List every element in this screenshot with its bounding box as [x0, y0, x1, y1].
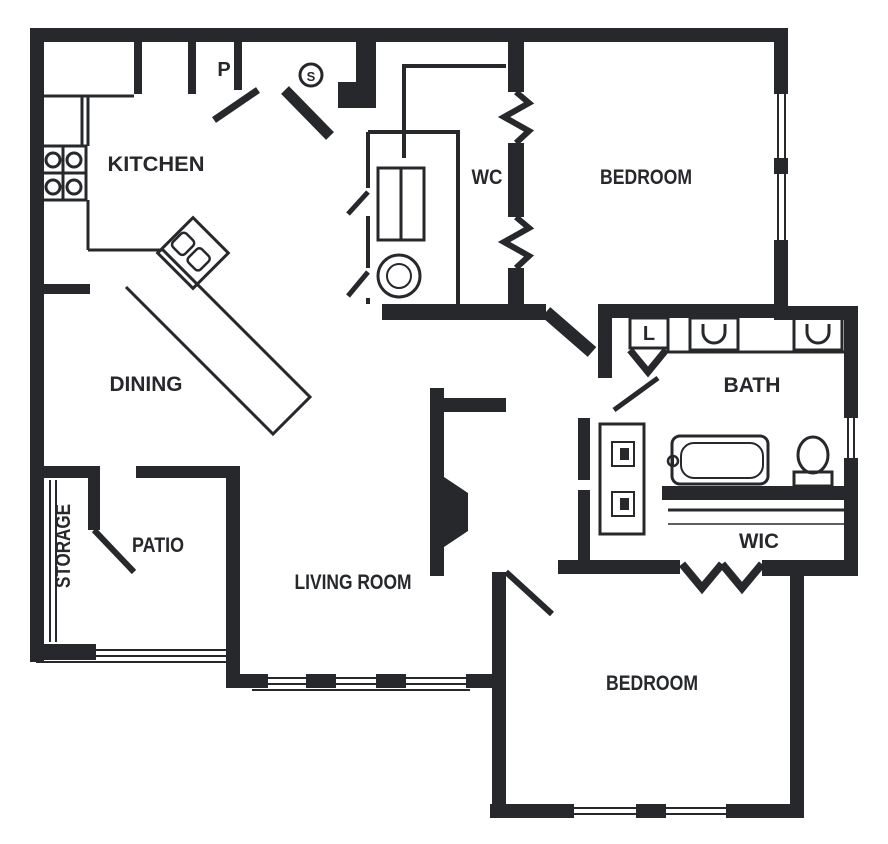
room-label-patio: PATIO	[132, 534, 184, 557]
washer-dryer-icon	[376, 166, 426, 242]
room-label-dining: DINING	[110, 373, 183, 396]
toilet-icon	[792, 435, 834, 488]
bedroom2-door-swing-icon	[503, 569, 555, 617]
kitchen-counter	[44, 94, 313, 437]
utility-fixtures	[376, 166, 426, 299]
entry-door-icon	[281, 86, 334, 140]
water-heater-door-swing-icon	[346, 270, 370, 298]
patio-door-swing-icon	[91, 527, 137, 575]
kitchen-island-sink-icon	[155, 215, 231, 291]
room-label-living-room: LIVING ROOM	[295, 571, 412, 594]
closet-label-pantry: P	[217, 59, 230, 81]
kitchen-fixtures	[38, 94, 313, 437]
interior-walls	[38, 38, 844, 576]
living-room-window-icon	[252, 677, 470, 691]
utility-door-swing-icon	[346, 190, 370, 216]
bath-fixtures	[598, 316, 844, 536]
pantry-door-swing-icon	[212, 87, 260, 123]
storage-shelf-icon	[49, 480, 57, 642]
linen-closet-box	[628, 316, 670, 350]
linen-bifold-door-icon	[627, 347, 669, 378]
room-label-bedroom2: BEDROOM	[606, 672, 698, 695]
room-label-storage: STORAGE	[52, 504, 75, 588]
bedroom2-window-icon	[574, 807, 726, 815]
room-label-bedroom1: BEDROOM	[600, 166, 692, 189]
bathtub-icon	[666, 434, 770, 486]
room-label-bath: BATH	[724, 374, 781, 397]
fireplace-icon	[444, 477, 468, 547]
bath-door-swing-icon	[612, 375, 660, 413]
wic-shelf-icon	[668, 508, 844, 525]
entry-symbol-label: S	[307, 69, 316, 84]
vanity-sinks-icon	[666, 316, 844, 354]
bedroom1-window-icon	[777, 94, 786, 240]
room-label-wc: WC	[472, 166, 503, 189]
doors	[91, 86, 766, 617]
utility-partitions	[366, 64, 506, 304]
hall-closet-icon	[598, 422, 646, 536]
room-label-kitchen: KITCHEN	[108, 153, 205, 176]
room-labels: KITCHEN DINING WC BEDROOM BATH WIC PATIO…	[52, 59, 781, 695]
entry-symbol-icon: S	[298, 62, 324, 88]
bedroom2-double-door-left-icon	[678, 561, 726, 595]
closet-label-linen: L	[643, 323, 655, 345]
water-heater-icon	[376, 253, 422, 299]
patio-screen-icon	[36, 649, 226, 663]
stove-icon	[38, 144, 88, 202]
bath-window-icon	[847, 418, 855, 458]
bedroom2-double-door-right-icon	[718, 561, 766, 595]
room-label-wic: WIC	[739, 530, 779, 553]
windows	[36, 94, 855, 815]
